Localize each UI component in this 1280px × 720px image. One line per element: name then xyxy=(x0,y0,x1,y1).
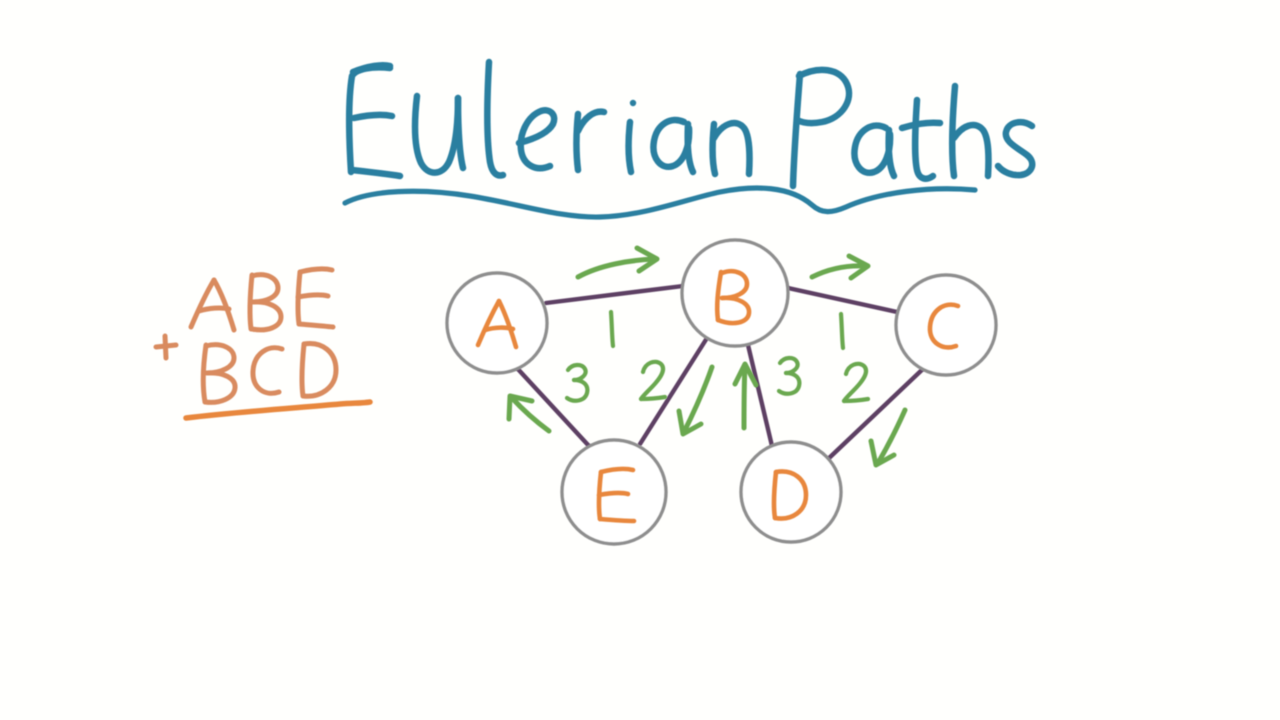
edge-label-order-d-b: 3 xyxy=(775,352,776,353)
node-circle-a xyxy=(445,271,549,375)
node-circle-b xyxy=(680,238,790,348)
node-a[interactable]: A xyxy=(447,273,547,373)
edge-label-e-a xyxy=(564,362,590,403)
node-d[interactable]: D xyxy=(741,442,841,542)
edge-label-b-e xyxy=(638,359,668,402)
edge-label-order-b-c: 1 xyxy=(836,308,837,309)
arrow-c-to-d xyxy=(868,407,908,468)
annotation-plus-sign: + xyxy=(152,332,153,333)
edge-b-c xyxy=(785,285,900,315)
edge-b-e xyxy=(637,335,710,447)
arrow-d-to-b xyxy=(732,361,759,431)
arrow-e-to-a xyxy=(506,393,552,434)
node-b[interactable]: B xyxy=(682,240,788,346)
node-label-a xyxy=(475,298,519,350)
arrow-b-to-e xyxy=(676,364,715,437)
node-label-b xyxy=(714,268,752,326)
arrow-a-to-b xyxy=(575,245,660,280)
page-title-handwriting xyxy=(346,58,1036,190)
edge-d-b xyxy=(745,342,775,449)
edge-order-labels xyxy=(564,309,871,404)
title-underline xyxy=(342,185,978,220)
arrow-b-to-c xyxy=(809,253,871,281)
direction-arrows xyxy=(506,245,908,468)
node-label-c xyxy=(927,302,961,350)
edge-label-b-c xyxy=(838,311,846,351)
node-circle-d xyxy=(739,440,843,544)
node-e[interactable]: E xyxy=(562,440,666,544)
node-circle-c xyxy=(894,273,998,377)
node-c[interactable]: C xyxy=(896,275,996,375)
node-labels xyxy=(475,268,961,524)
annotation-line-2: B C D xyxy=(200,340,203,341)
edge-a-b xyxy=(543,283,686,306)
edge-label-c-d xyxy=(841,361,871,404)
node-label-e xyxy=(596,466,637,524)
edge-label-a-b xyxy=(608,309,616,349)
page-title: Eulerian Paths xyxy=(348,70,968,200)
node-label-d xyxy=(771,469,809,521)
annotation-underline xyxy=(183,399,373,421)
graph-edges xyxy=(513,283,928,463)
edge-e-a xyxy=(513,364,592,449)
edge-label-d-b xyxy=(776,355,802,396)
annotation-handwriting xyxy=(153,266,339,405)
annotation-line-1: A B E xyxy=(188,268,191,269)
edge-label-order-c-d: 2 xyxy=(841,358,842,359)
edge-c-d xyxy=(824,364,928,463)
edge-label-order-e-a: 3 xyxy=(563,358,564,359)
edge-label-order-a-b: 1 xyxy=(606,306,607,307)
edge-label-order-b-e: 2 xyxy=(638,356,639,357)
